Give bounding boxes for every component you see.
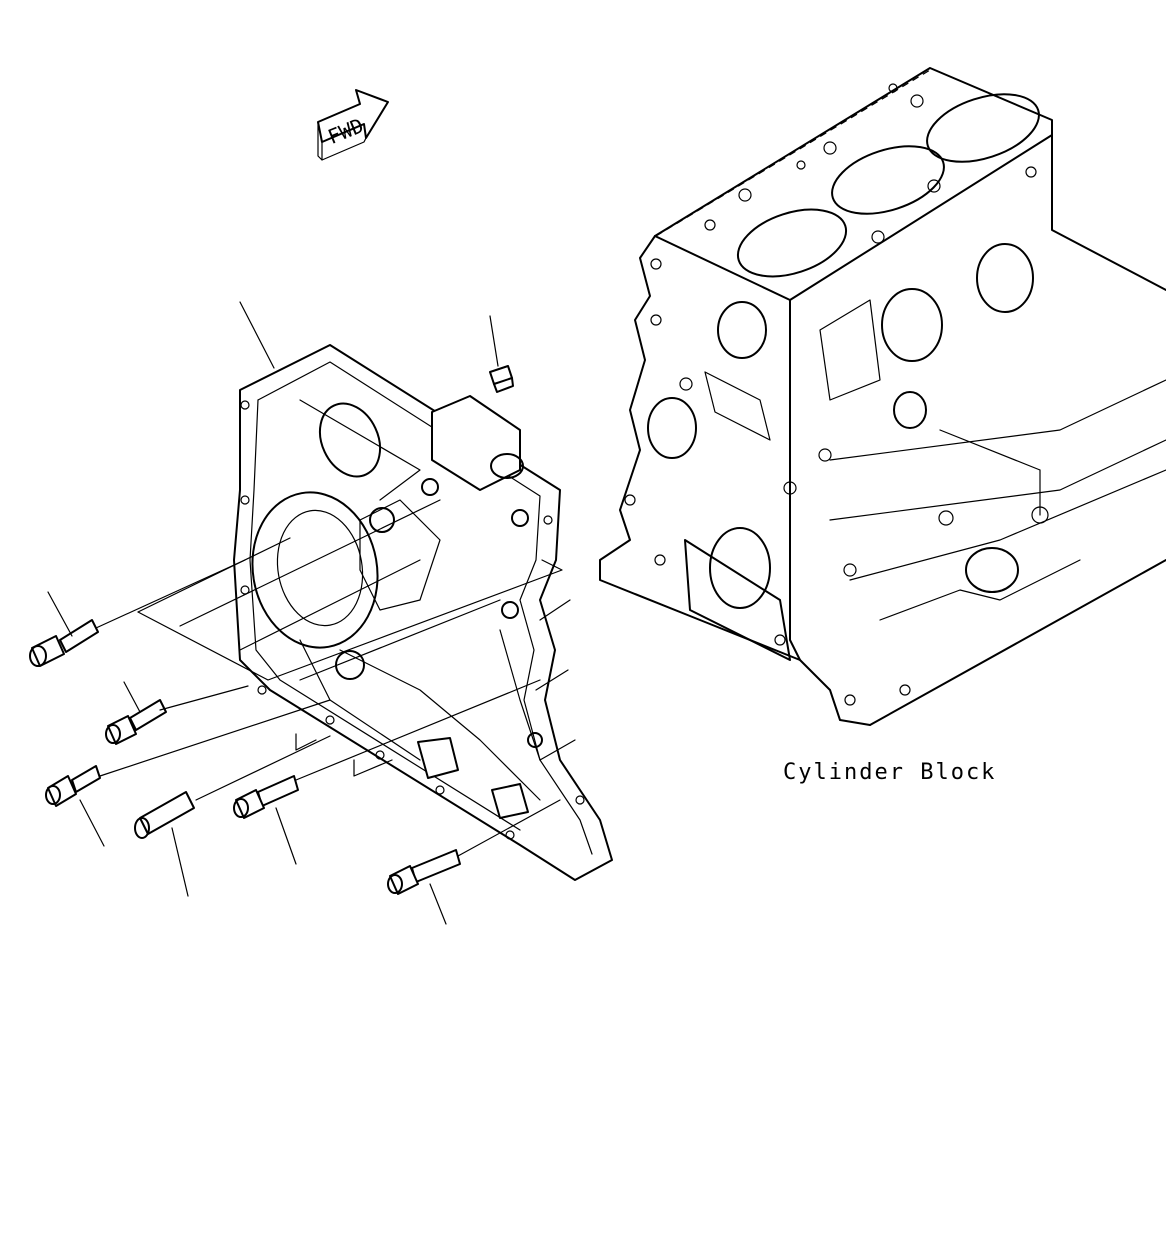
dowel-pin-drawing: [134, 791, 195, 839]
bolt-drawing-2: [105, 699, 167, 745]
plug-drawing: [489, 365, 514, 393]
fwd-arrow-icon: FWD: [317, 89, 389, 161]
leader-lines: [47, 301, 563, 925]
cylinder-block-drawing: [599, 67, 1166, 726]
gear-case-drawing: [233, 344, 613, 881]
bolt-drawing-5: [387, 849, 461, 895]
cylinder-block-label: Cylinder Block: [783, 760, 997, 785]
bolt-drawing-1: [29, 619, 99, 667]
bolt-drawing-3: [45, 765, 101, 807]
bolt-drawing-4: [233, 775, 299, 819]
